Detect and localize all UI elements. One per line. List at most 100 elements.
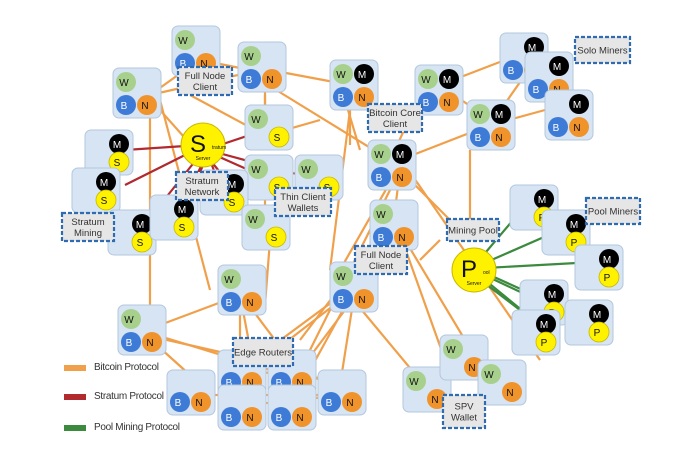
label-box bbox=[273, 186, 333, 218]
node-box: W M B N bbox=[466, 99, 516, 151]
miner-letter: M bbox=[100, 178, 108, 189]
wallet-icon bbox=[333, 266, 353, 286]
miner-icon bbox=[534, 189, 554, 209]
label-text: Mining Pool bbox=[448, 226, 498, 237]
legend-pool-mining-protocol: Pool Mining Protocol bbox=[64, 422, 180, 433]
network-icon bbox=[392, 167, 412, 187]
legend-label: Bitcoin Protocol bbox=[94, 362, 159, 373]
stratum-icon bbox=[95, 189, 117, 211]
stratum-letter: S bbox=[274, 133, 281, 144]
blockchain-icon bbox=[371, 167, 391, 187]
blockchain-letter: B bbox=[121, 101, 128, 112]
network-letter: N bbox=[141, 101, 148, 112]
network-icon bbox=[292, 407, 312, 427]
label-edge-routers: Edge Routers bbox=[231, 336, 295, 368]
pool-server-icon bbox=[451, 247, 497, 293]
blockchain-icon bbox=[373, 227, 393, 247]
network-icon bbox=[262, 69, 282, 89]
miner-letter: M bbox=[603, 255, 611, 266]
network-letter: N bbox=[573, 123, 580, 134]
blockchain-letter: B bbox=[508, 66, 515, 77]
stratum-letter: S bbox=[179, 223, 186, 234]
network-icon bbox=[394, 227, 414, 247]
miner-letter: M bbox=[443, 75, 451, 86]
miner-icon bbox=[491, 104, 511, 124]
wallet-icon bbox=[175, 30, 195, 50]
network-icon bbox=[342, 392, 362, 412]
blockchain-letter: B bbox=[475, 133, 482, 144]
miner-icon bbox=[549, 56, 569, 76]
network-icon bbox=[502, 382, 522, 402]
network-letter: N bbox=[506, 388, 513, 399]
legend-bitcoin-protocol: Bitcoin Protocol bbox=[64, 362, 159, 373]
legend-stratum-protocol: Stratum Protocol bbox=[64, 391, 164, 402]
node-box: WN bbox=[477, 359, 527, 406]
legend-label: Stratum Protocol bbox=[94, 391, 164, 402]
label-solo-miners: Solo Miners bbox=[573, 35, 632, 65]
label-box bbox=[174, 170, 230, 202]
miner-icon bbox=[599, 249, 619, 269]
legend-swatch-stratum bbox=[64, 393, 86, 400]
wallet-letter: W bbox=[124, 315, 134, 326]
network-letter: N bbox=[358, 93, 365, 104]
node-box: MS bbox=[84, 129, 134, 176]
blockchain-icon bbox=[271, 407, 291, 427]
wallet-letter: W bbox=[119, 78, 129, 89]
miner-icon bbox=[174, 199, 194, 219]
network-icon bbox=[569, 117, 589, 137]
network-letter: N bbox=[398, 233, 405, 244]
label-text: SPV bbox=[454, 402, 474, 413]
network-letter: N bbox=[495, 133, 502, 144]
wallet-icon bbox=[245, 209, 265, 229]
stratum-server-caption: Server bbox=[196, 156, 211, 162]
wallet-letter: W bbox=[336, 272, 346, 283]
pool-letter: P bbox=[594, 328, 601, 339]
network-icon bbox=[354, 289, 374, 309]
miner-icon bbox=[109, 134, 129, 154]
wallet-letter: W bbox=[376, 210, 386, 221]
label-text: Network bbox=[185, 187, 220, 198]
wallet-icon bbox=[406, 371, 426, 391]
miner-letter: M bbox=[573, 100, 581, 111]
pool-letter: P bbox=[604, 273, 611, 284]
miner-icon bbox=[569, 94, 589, 114]
blockchain-icon bbox=[548, 117, 568, 137]
blockchain-letter: B bbox=[276, 413, 283, 424]
network-letter: N bbox=[468, 363, 475, 374]
wallet-letter: W bbox=[251, 115, 261, 126]
blockchain-icon bbox=[503, 60, 523, 80]
network-letter: N bbox=[431, 395, 438, 406]
node-box: MP bbox=[564, 299, 614, 346]
wallet-letter: W bbox=[484, 370, 494, 381]
wallet-icon bbox=[443, 339, 463, 359]
network-icon bbox=[439, 92, 459, 112]
label-mining-pool: Mining Pool bbox=[445, 217, 501, 243]
miner-letter: M bbox=[495, 110, 503, 121]
wallet-icon bbox=[116, 72, 136, 92]
label-pool-miners: Pool Miners bbox=[584, 196, 642, 226]
miner-icon bbox=[392, 144, 412, 164]
wallet-letter: W bbox=[244, 52, 254, 63]
wallet-letter: W bbox=[473, 110, 483, 121]
miner-icon bbox=[354, 64, 374, 84]
pool-letter: P bbox=[541, 338, 548, 349]
wallet-letter: W bbox=[409, 377, 419, 388]
network-letter: N bbox=[296, 413, 303, 424]
blockchain-icon bbox=[116, 95, 136, 115]
node-box: WN bbox=[439, 334, 489, 381]
blockchain-icon bbox=[121, 332, 141, 352]
miner-letter: M bbox=[136, 220, 144, 231]
label-text: Stratum bbox=[71, 217, 104, 228]
